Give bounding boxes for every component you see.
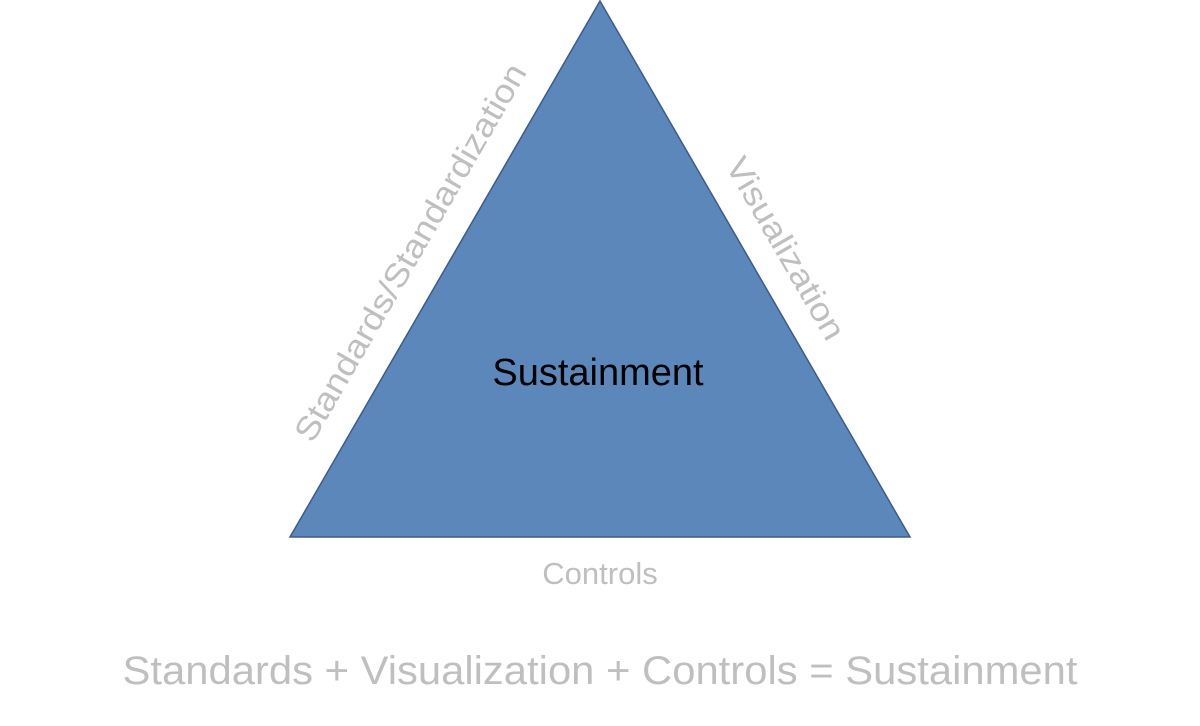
bottom-label: Controls <box>542 556 657 591</box>
triangle-shape <box>288 0 912 538</box>
center-label: Sustainment <box>492 352 704 394</box>
equation-text: Standards + Visualization + Controls = S… <box>123 649 1078 693</box>
